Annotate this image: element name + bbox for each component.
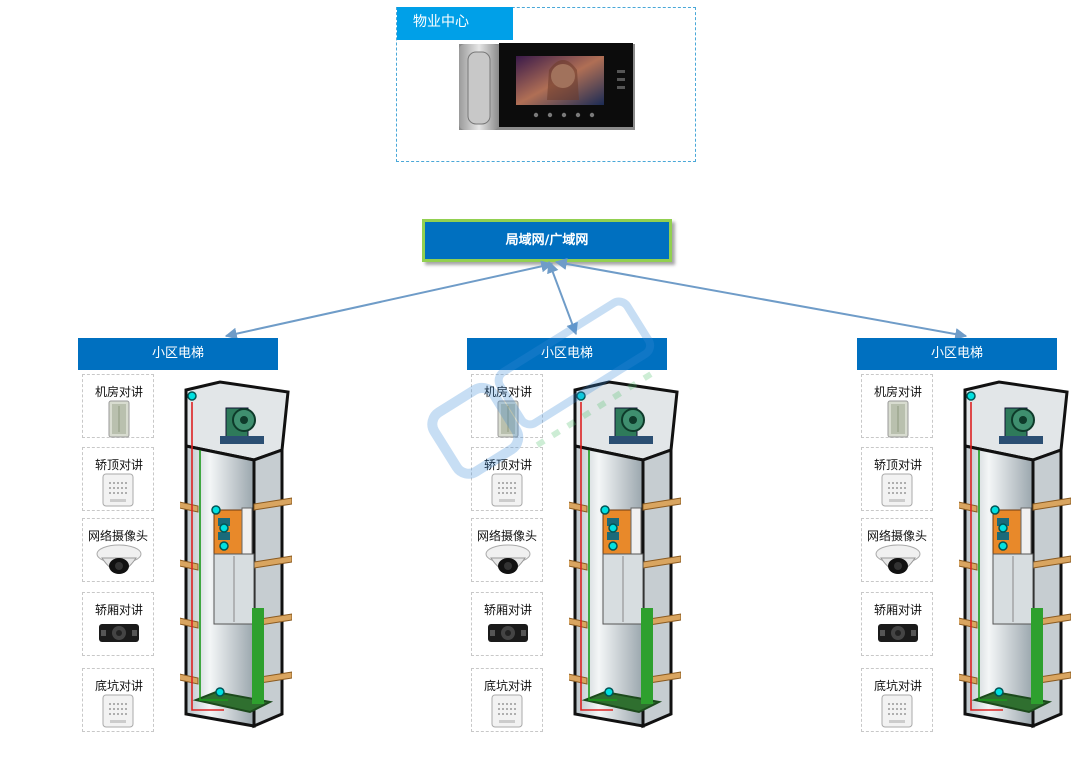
machine-room-intercom-icon [497,400,519,442]
device-label: 机房对讲 [95,385,144,399]
property-center-label: 物业中心 [397,7,513,40]
device-card [861,668,933,732]
device-label: 机房对讲 [874,385,923,399]
device-label: 底坑对讲 [874,679,923,693]
device-card [861,592,933,656]
pit-intercom-icon [881,694,913,732]
device-label: 轿厢对讲 [95,603,144,617]
device-label: 轿厢对讲 [484,603,533,617]
device-card [82,668,154,732]
car-top-intercom-icon [881,473,913,511]
device-label: 机房对讲 [484,385,533,399]
group-title: 小区电梯 [78,338,278,370]
device-label: 轿顶对讲 [95,458,144,472]
device-card [471,447,543,511]
device-label: 网络摄像头 [867,529,928,543]
machine-room-intercom-icon [887,400,909,442]
elevator-shaft-illustration [169,380,293,734]
group-title: 小区电梯 [857,338,1057,370]
network-camera-icon [96,544,142,582]
link-arrow-right [554,258,968,340]
pit-intercom-icon [491,694,523,732]
network-camera-icon [875,544,921,582]
car-intercom-icon [487,622,529,648]
machine-room-intercom-icon [108,400,130,442]
watermark-logo [427,297,658,479]
device-label: 轿顶对讲 [874,458,923,472]
device-card [82,518,154,582]
device-card [82,592,154,656]
device-card [861,447,933,511]
device-card [861,518,933,582]
device-label: 底坑对讲 [484,679,533,693]
device-card [82,447,154,511]
car-intercom-icon [877,622,919,648]
car-top-intercom-icon [102,473,134,511]
car-top-intercom-icon [491,473,523,511]
device-label: 底坑对讲 [95,679,144,693]
device-label: 网络摄像头 [477,529,538,543]
property-center-frame [396,7,696,162]
link-arrow-left [224,260,554,340]
network-node: 局域网/广域网 [422,219,672,262]
device-card [471,668,543,732]
elevator-shaft-illustration [948,380,1072,734]
network-camera-icon [485,544,531,582]
device-card [471,518,543,582]
device-label: 轿顶对讲 [484,458,533,472]
device-label: 轿厢对讲 [874,603,923,617]
elevator-shaft-illustration [558,380,682,734]
pit-intercom-icon [102,694,134,732]
car-intercom-icon [98,622,140,648]
video-intercom-monitor-icon [459,43,635,130]
device-label: 网络摄像头 [88,529,149,543]
device-card [471,592,543,656]
group-title: 小区电梯 [467,338,667,370]
